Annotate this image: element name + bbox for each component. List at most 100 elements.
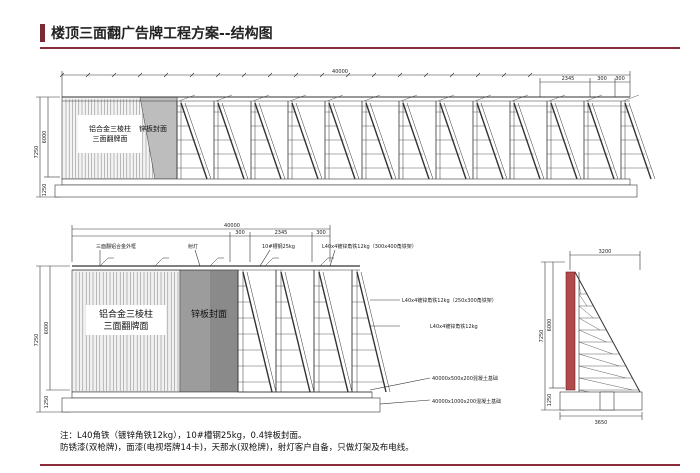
- bottom-dim-height-upper: 6000: [44, 322, 50, 335]
- truss-member: [319, 72, 325, 78]
- truss-member: [578, 281, 581, 295]
- truss-member: [242, 271, 273, 393]
- bottom-base-slab: [61, 397, 381, 413]
- notes-line-2: 防锈漆(双枪牌)，面漆(电视塔牌14卡)，天那水(双枪牌)，射灯客户自备，只做灯…: [60, 443, 414, 453]
- top-dim-seg1: 2345: [562, 76, 575, 82]
- truss-member: [397, 72, 403, 78]
- truss-member: [319, 257, 329, 267]
- bottom-cover-label: 锌板封面: [191, 308, 227, 320]
- truss-member: [513, 102, 541, 180]
- bottom-dim-seg2: 300: [316, 230, 326, 236]
- truss-member: [241, 72, 247, 78]
- truss-member: [476, 102, 504, 180]
- header-divider: [40, 47, 680, 49]
- truss-member: [439, 102, 467, 180]
- truss-member: [254, 102, 282, 180]
- truss-member: [332, 102, 360, 180]
- callout-angle-top: L40x4镀锌角铁12kg（300x400角铁架）: [322, 243, 417, 250]
- truss-member: [328, 102, 356, 180]
- page-header: 楼顶三面翻广告牌工程方案--结构图: [40, 22, 680, 49]
- callout-base1: 40000x500x200混凝土基础: [432, 375, 498, 382]
- top-base-slab: [54, 184, 638, 198]
- truss-member: [221, 102, 249, 180]
- truss-member: [85, 72, 91, 78]
- callout-light: 射灯: [188, 243, 198, 250]
- truss-member: [587, 102, 615, 180]
- header-accent-bar: [40, 24, 45, 42]
- truss-member: [246, 271, 277, 393]
- construction-notes: 注：L40角铁（镀锌角铁12kg），10#槽钢25kg，0.4锌板封面。 防锈漆…: [60, 430, 414, 454]
- truss-member: [548, 94, 566, 102]
- top-dim-height-lower: 1250: [42, 184, 48, 197]
- top-cover-label: 锌板封面: [139, 124, 167, 133]
- truss-member: [322, 271, 353, 393]
- side-dim-top: 3200: [599, 249, 612, 255]
- truss-member: [449, 72, 455, 78]
- top-panel-label-2: 三面翻牌面: [93, 134, 128, 143]
- bottom-elevation: [36, 225, 431, 413]
- truss-member: [99, 257, 109, 267]
- truss-member: [554, 102, 582, 180]
- callout-angle-mid: L40x4镀锌角铁12kg（250x300角铁架）: [402, 297, 497, 304]
- side-dim-bottom: 3650: [595, 420, 608, 426]
- truss-member: [480, 102, 508, 180]
- top-dim-seg3: 300: [615, 76, 625, 82]
- top-dim-height-total: 7250: [34, 146, 40, 159]
- truss-member: [517, 102, 545, 180]
- top-dim-seg2: 300: [597, 76, 607, 82]
- truss-member: [363, 94, 381, 102]
- truss-member: [217, 102, 245, 180]
- notes-line-1: 注：L40角铁（镀锌角铁12kg），10#槽钢25kg，0.4锌板封面。: [60, 431, 307, 441]
- truss-member: [189, 72, 195, 78]
- truss-member: [180, 102, 208, 180]
- bottom-dim-total: 40000: [224, 223, 240, 229]
- truss-member: [264, 257, 274, 267]
- truss-member: [137, 72, 143, 78]
- truss-member: [527, 72, 533, 78]
- bottom-panel-label-1: 铝合金三棱柱: [99, 308, 153, 320]
- truss-member: [163, 72, 169, 78]
- truss-member: [178, 94, 196, 102]
- side-elevation: [541, 251, 643, 420]
- truss-member: [578, 293, 588, 307]
- truss-member: [423, 72, 429, 78]
- truss-member: [578, 365, 626, 379]
- truss-member: [622, 94, 640, 102]
- truss-member: [111, 72, 117, 78]
- page-title: 楼顶三面翻广告牌工程方案--结构图: [51, 26, 273, 42]
- truss-member: [59, 72, 65, 78]
- callout-channel: 10#槽钢25kg: [262, 243, 295, 250]
- truss-member: [215, 94, 233, 102]
- truss-member: [585, 94, 603, 102]
- truss-member: [289, 94, 307, 102]
- truss-member: [501, 72, 507, 78]
- truss-member: [293, 72, 299, 78]
- footer-divider: [40, 464, 680, 466]
- bottom-dim-seg1: 2345: [275, 230, 288, 236]
- truss-member: [284, 271, 315, 393]
- truss-member: [578, 353, 620, 367]
- truss-member: [318, 271, 349, 393]
- truss-member: [291, 102, 319, 180]
- side-dim-height-total: 7250: [539, 330, 545, 343]
- truss-member: [154, 257, 164, 267]
- top-dim-height-upper: 6000: [42, 131, 48, 144]
- truss-member: [400, 94, 418, 102]
- truss-member: [280, 271, 311, 393]
- top-elevation: [36, 71, 656, 198]
- truss-member: [215, 72, 221, 78]
- truss-member: [295, 102, 323, 180]
- truss-member: [511, 94, 529, 102]
- side-dim-height-lower: 1250: [547, 394, 553, 407]
- truss-member: [578, 329, 607, 343]
- callout-base2: 40000x1000x200混凝土基础: [432, 398, 501, 405]
- truss-member: [578, 305, 594, 319]
- side-panel: [565, 271, 576, 391]
- top-panel-label-1: 铝合金三棱柱: [89, 124, 131, 133]
- truss-member: [345, 72, 351, 78]
- truss-member: [360, 271, 391, 393]
- truss-member: [365, 102, 393, 180]
- truss-member: [267, 72, 273, 78]
- bottom-dim-height-total: 7250: [34, 334, 40, 347]
